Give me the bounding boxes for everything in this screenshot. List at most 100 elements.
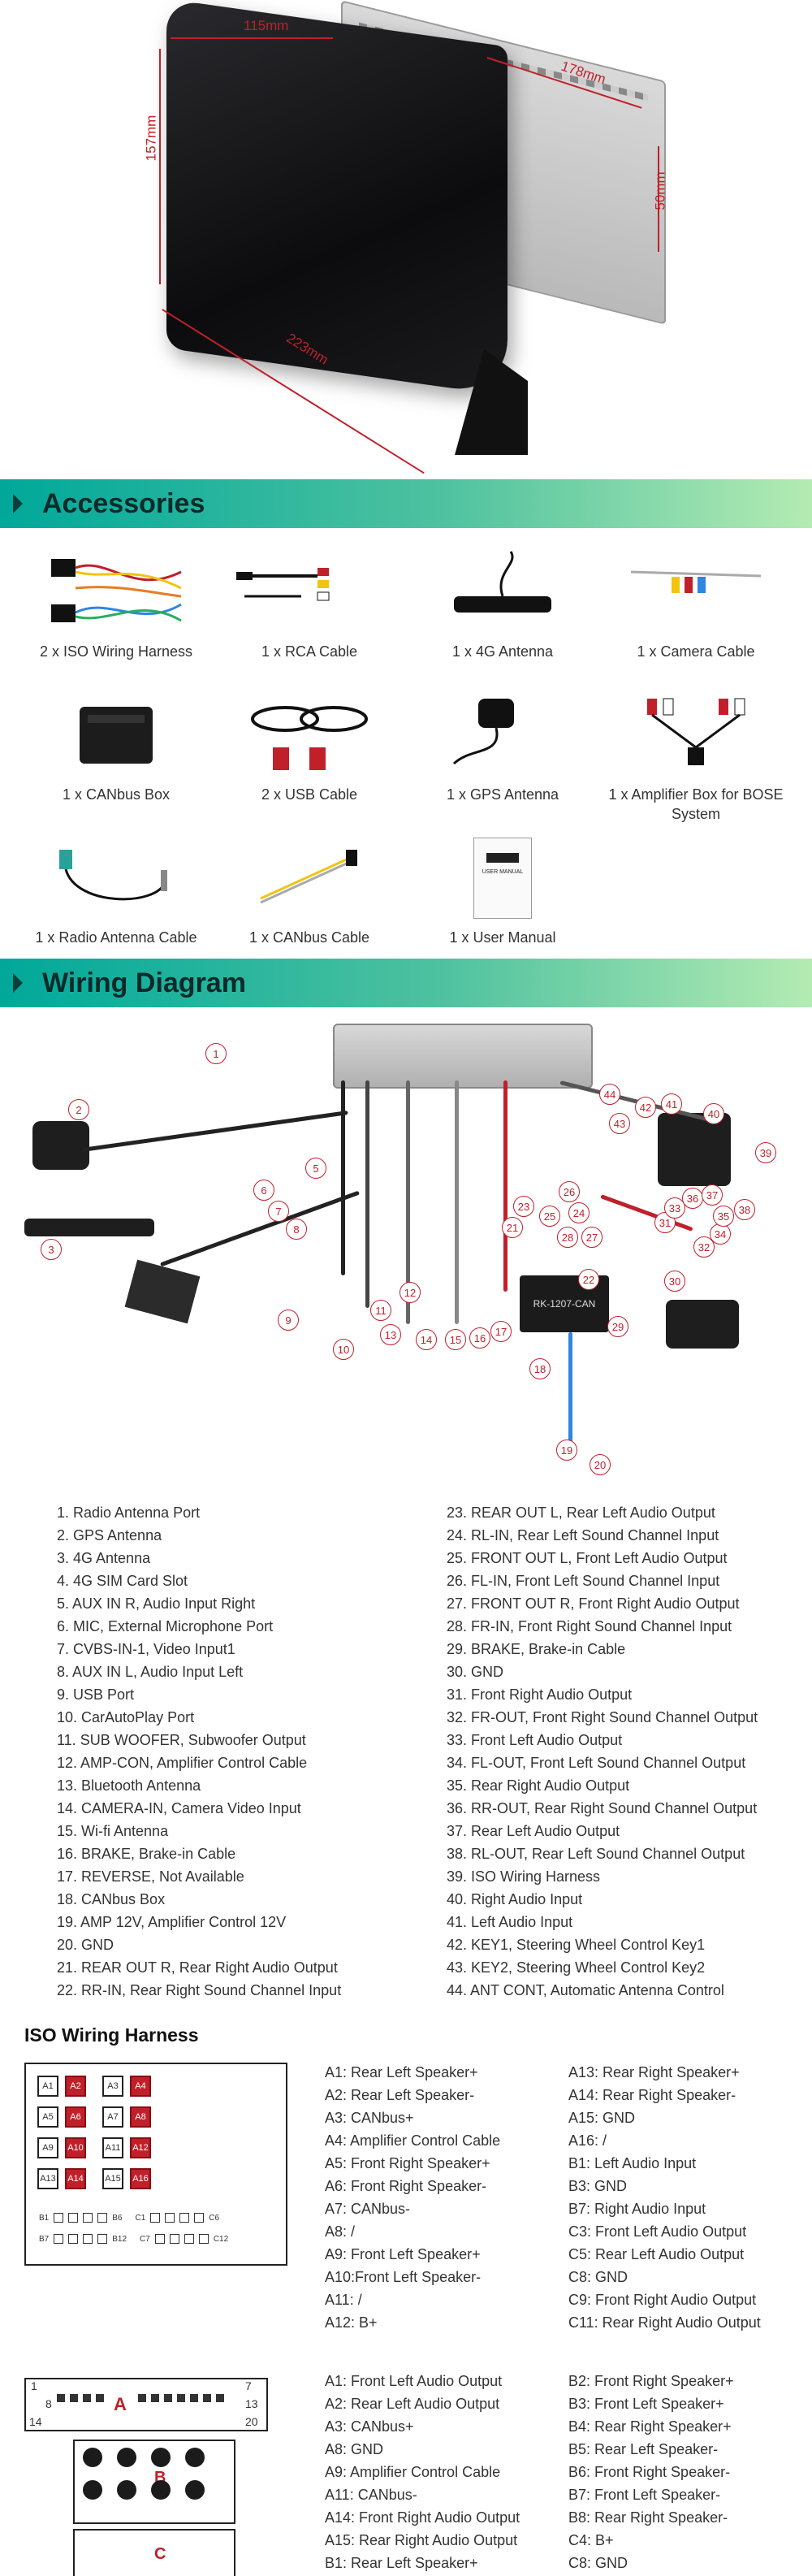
pin-row-label: B6 [112,2213,123,2223]
wiring-pin-item: 31. Front Right Audio Output [447,1686,633,1703]
accessories-header: Accessories [0,479,812,528]
camera-cable-icon [615,548,777,637]
iso-pin-desc: A2: Rear Left Audio Output [325,2396,500,2412]
wiring-pin-item: 8. AUX IN L, Audio Input Left [57,1664,244,1680]
connector-b-pin [83,2448,102,2467]
iso-pin-desc: B4: Rear Right Speaker+ [568,2418,732,2435]
wiring-pin-item: 12. AMP-CON, Amplifier Control Cable [57,1755,308,1771]
wiring-pin-item: 4. 4G SIM Card Slot [57,1573,188,1589]
accessory-item: 1 x CANbus Cable [213,833,406,972]
iso-pin-desc: B7: Front Left Speaker- [568,2487,721,2503]
wiring-pin-item: 23. REAR OUT L, Rear Left Audio Output [447,1504,715,1521]
wiring-pin-item: 44. ANT CONT, Automatic Antenna Control [447,1982,724,1998]
accessory-label: 2 x USB Cable [261,786,358,803]
accessory-item: 1 x Camera Cable [599,548,793,686]
wiring-diagram-illustration: RK-1207-CAN 1 2 3 5 6 7 8 9 10 11 12 13 … [0,1007,812,1495]
wiring-title: Wiring Diagram [42,967,246,998]
iso-plug-2 [666,1300,739,1349]
pin-row-b: B1 B6 C1 C6 [39,2210,273,2225]
wiring-pin-item: 2. GPS Antenna [57,1527,162,1543]
user-manual-icon: USER MANUAL [421,833,584,923]
accessory-label: 1 x 4G Antenna [451,643,554,660]
pin-row-label: C6 [209,2213,220,2223]
accessory-item: 1 x 4G Antenna [406,548,599,686]
wiring-pin-item: 16. BRAKE, Brake-in Cable [57,1846,236,1862]
iso-pin: A5 [37,2106,58,2128]
iso-pin-desc: A7: CANbus- [325,2201,411,2217]
connector-b-pin [185,2480,205,2500]
accessory-label: 1 x User Manual [449,929,556,946]
wiring-pin-item: 6. MIC, External Microphone Port [57,1618,274,1634]
conn-num: 1 [31,2379,37,2392]
iso-pin-desc: C3: Front Left Audio Output [568,2223,747,2240]
accessory-label: 1 x CANbus Box [62,786,171,803]
iso-harness-2: 1 7 8 13 14 20 A B C A1: Front Left Audi… [0,2370,812,2576]
accessory-label: 1 x RCA Cable [261,643,358,660]
wiring-pin-item: 34. FL-OUT, Front Left Sound Channel Out… [447,1755,746,1771]
canbus-box-icon [35,691,197,780]
gps-antenna-icon [421,691,584,780]
conn-num: 20 [245,2415,258,2428]
wiring-pin-item: 5. AUX IN R, Audio Input Right [57,1595,256,1612]
iso-pin-desc: A2: Rear Left Speaker- [325,2087,475,2103]
wiring-pin-item: 37. Rear Left Audio Output [447,1823,620,1839]
iso-plug [658,1113,731,1186]
conn-c-block [73,2529,235,2576]
iso-pin-desc: B8: Rear Right Speaker- [568,2509,728,2526]
wiring-pin-item: 17. REVERSE, Not Available [57,1868,244,1885]
wiring-pin-item: 21. REAR OUT R, Rear Right Audio Output [57,1959,338,1976]
iso-pin-desc: B2: Front Right Speaker+ [568,2373,734,2389]
connector-b-pin [151,2448,171,2467]
conn-letter-a: A [114,2394,127,2414]
wiring-pin-item: 26. FL-IN, Front Left Sound Channel Inpu… [447,1573,720,1589]
wiring-pin-item: 11. SUB WOOFER, Subwoofer Output [57,1732,306,1748]
wiring-pin-item: 18. CANbus Box [57,1891,166,1907]
iso-pin: A6 [65,2106,86,2128]
wiring-pin-item: 40. Right Audio Input [447,1891,583,1907]
accessory-item: 1 x Amplifier Box for BOSE System [599,691,793,829]
accessory-item: 1 x RCA Cable [213,548,406,686]
wiring-pin-item: 39. ISO Wiring Harness [447,1868,601,1885]
wifi-module [124,1259,201,1324]
iso-pin: A12 [130,2137,151,2158]
iso-pin-desc: A9: Amplifier Control Cable [325,2464,501,2480]
accessory-item: USER MANUAL 1 x User Manual [406,833,599,972]
conn-b-block [73,2440,235,2524]
iso-pin-desc: A15: GND [568,2110,636,2126]
iso-pin-desc: B1: Left Audio Input [568,2155,697,2171]
iso-pin: A11 [102,2137,123,2158]
iso-pin-desc: A4: Amplifier Control Cable [325,2132,501,2149]
wiring-pin-item: 38. RL-OUT, Rear Left Sound Channel Outp… [447,1846,745,1862]
wiring-pin-item: 10. CarAutoPlay Port [57,1709,195,1725]
wiring-pin-item: 30. GND [447,1664,504,1680]
iso-pin-desc: A14: Front Right Audio Output [325,2509,520,2526]
conn-num: 14 [29,2415,42,2428]
accessory-label: 2 x ISO Wiring Harness [39,643,193,660]
iso-pin: A7 [102,2106,123,2128]
connector-b-pin [117,2480,136,2500]
pin-row-label: B1 [39,2213,50,2223]
iso-pin-desc: A16: / [568,2132,607,2149]
radio-antenna-cable-icon [35,833,197,923]
wiring-pin-item: 9. USB Port [57,1686,135,1703]
iso-pin: A4 [130,2076,151,2097]
iso-harness-icon [35,548,197,637]
conn-num: 13 [245,2397,258,2410]
iso-pin-desc: A10:Front Left Speaker- [325,2269,482,2285]
wiring-pin-item: 35. Rear Right Audio Output [447,1777,630,1794]
wiring-pin-item: 1. Radio Antenna Port [57,1504,201,1521]
accessory-label: 1 x Radio Antenna Cable [35,929,197,946]
iso-pin-desc: C5: Rear Left Audio Output [568,2246,745,2262]
accessory-label: 1 x CANbus Cable [248,929,370,946]
iso-pin-desc: A9: Front Left Speaker+ [325,2246,481,2262]
iso-pin-desc: B7: Right Audio Input [568,2201,706,2217]
iso-pin-desc: A3: CANbus+ [325,2110,414,2126]
pin-row-label: C1 [135,2213,146,2223]
wiring-header: Wiring Diagram [0,959,812,1007]
iso-pin-desc: A15: Rear Right Audio Output [325,2532,518,2548]
iso-pin: A10 [65,2137,86,2158]
iso-pin-desc: A1: Front Left Audio Output [325,2373,503,2389]
